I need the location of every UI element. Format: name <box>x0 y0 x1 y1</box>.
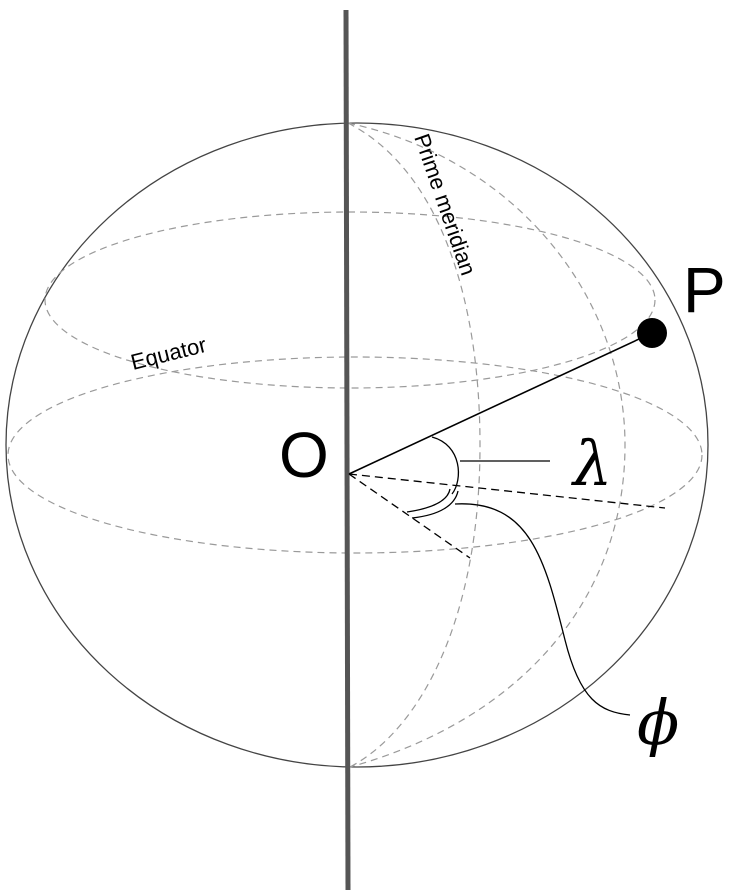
latitude-symbol: ϕ <box>637 686 679 759</box>
prime-meridian-line <box>347 122 481 768</box>
origin-label: O <box>279 419 329 491</box>
latitude-angle-arc <box>431 436 460 495</box>
equator-line <box>7 356 703 554</box>
longitude-symbol: λ <box>570 427 612 500</box>
prime-meridian-label: Prime meridian <box>409 130 481 278</box>
projection-line <box>348 473 666 509</box>
polar-axis <box>343 9 351 891</box>
longitude-angle-arc-outer <box>411 490 459 519</box>
equator-label: Equator <box>128 332 209 375</box>
longitude-angle-arc-inner <box>406 488 451 513</box>
sphere-outline <box>5 122 709 768</box>
point-p-label: P <box>683 254 726 326</box>
phi-leader <box>454 503 631 716</box>
latitude-circle <box>44 211 656 389</box>
point-p-dot <box>637 318 667 348</box>
prime-direction-line <box>348 473 471 559</box>
meridian-through-p <box>347 122 626 768</box>
radius-line <box>348 332 653 475</box>
